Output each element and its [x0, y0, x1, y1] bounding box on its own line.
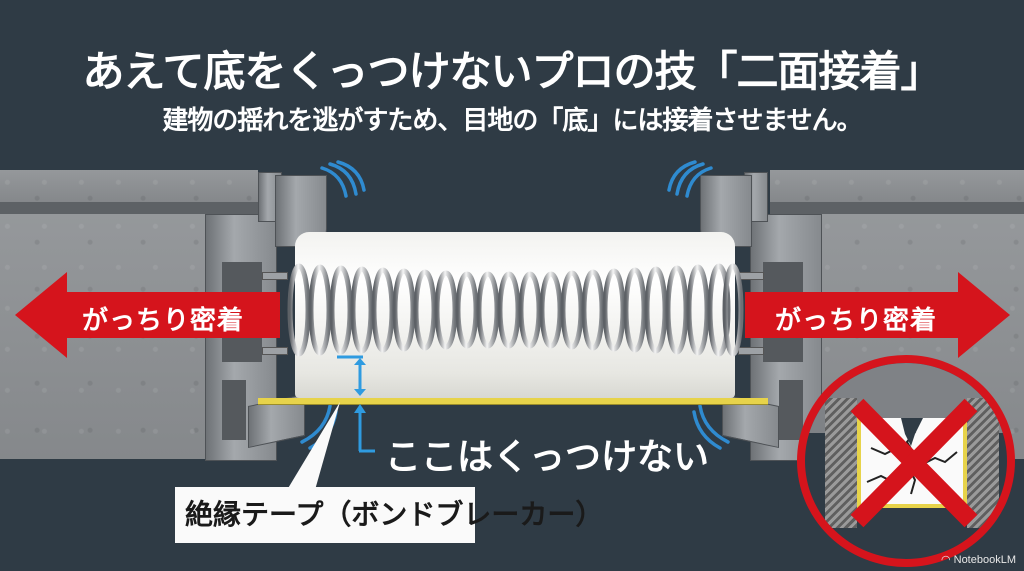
- spring-icon: [285, 260, 745, 360]
- callout-label: 絶縁テープ（ボンドブレーカー）: [175, 487, 603, 543]
- page-subtitle: 建物の揺れを逃がすため、目地の「底」には接着させません。: [162, 106, 862, 136]
- right-concrete-slab: [770, 170, 1024, 202]
- watermark-label: NotebookLM: [953, 554, 1016, 566]
- inset-left-wall: [825, 398, 857, 528]
- left-concrete-slab: [0, 170, 258, 202]
- notebooklm-logo-icon: ◠: [940, 554, 954, 566]
- left-slab-joint: [0, 202, 258, 214]
- red-x-mark-icon: [850, 398, 978, 528]
- left-bolt-upper: [262, 272, 288, 280]
- vibration-waves-icon: [690, 400, 740, 450]
- right-slab-joint: [770, 202, 1024, 214]
- left-frame-cavity-lower: [222, 380, 246, 440]
- page-title: あえて底をくっつけないプロの技「二面接着」: [82, 47, 943, 96]
- left-arrow-label: がっちり密着: [82, 306, 245, 336]
- gap-label: ここはくっつけない: [385, 437, 710, 478]
- callout-pointer: [285, 400, 345, 490]
- arrow-right-icon: [745, 272, 1010, 358]
- vibration-waves-icon: [665, 160, 725, 220]
- watermark: ◠ NotebookLM: [941, 553, 1016, 566]
- vibration-waves-icon: [308, 160, 368, 220]
- double-arrow-vertical-icon: [335, 355, 377, 465]
- right-arrow-label: がっちり密着: [775, 306, 938, 336]
- prohibited-cross-icon: [797, 355, 1015, 567]
- sealant-body: [295, 232, 735, 398]
- arrow-left-icon: [15, 272, 280, 358]
- bond-breaker-tape: [258, 398, 768, 405]
- right-frame-cavity-lower: [779, 380, 803, 440]
- inset-right-wall: [967, 398, 999, 528]
- left-bolt-lower: [262, 347, 288, 355]
